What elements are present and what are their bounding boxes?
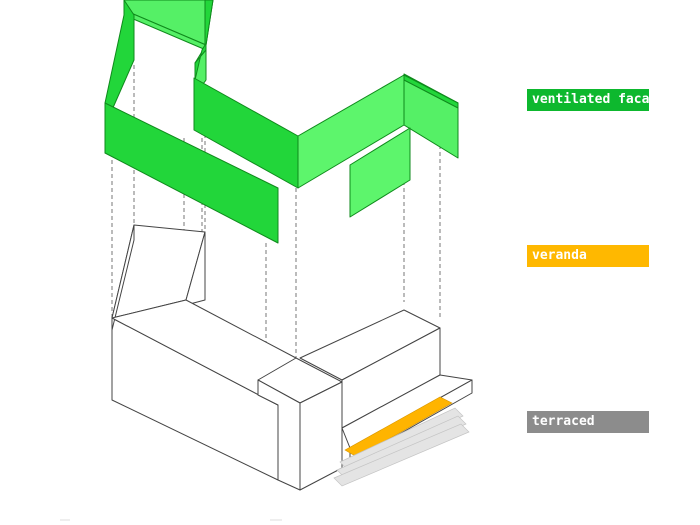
facade-back-top	[123, 0, 214, 46]
facade-cross-front	[193, 77, 299, 189]
legend-ventilated-facade: ventilated facade	[527, 89, 649, 111]
terraced-steps	[333, 407, 470, 487]
facade-front-right-return	[349, 127, 411, 218]
facade-right-end	[403, 74, 459, 109]
ventilated-facade-panels	[104, 0, 459, 244]
facade-back-right-return	[403, 73, 459, 159]
facade-top-upright	[194, 0, 214, 81]
veranda-strip	[344, 396, 453, 458]
left-wing-end	[111, 224, 135, 331]
legend-terraced: terraced	[527, 411, 649, 433]
facade-long-front	[104, 102, 279, 244]
legend-veranda: veranda	[527, 245, 649, 267]
